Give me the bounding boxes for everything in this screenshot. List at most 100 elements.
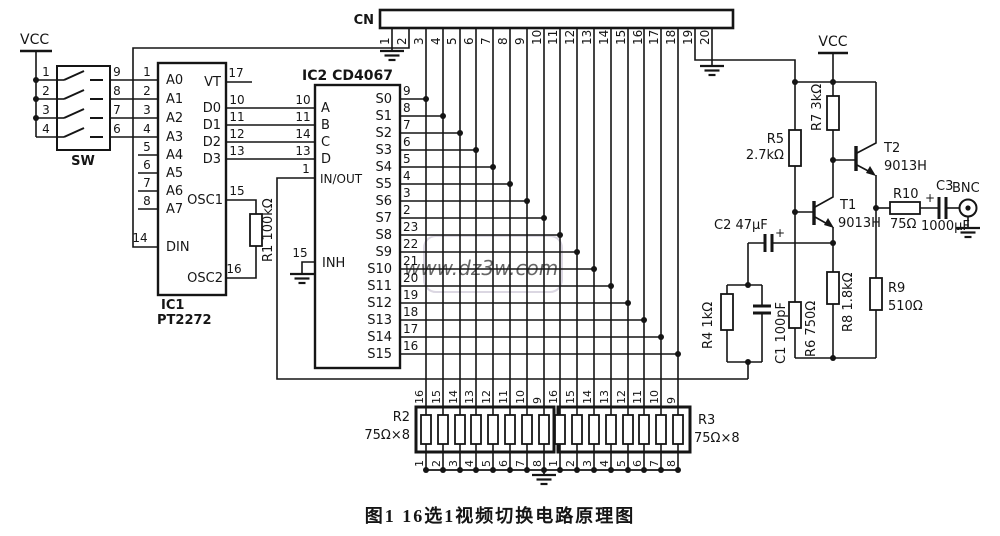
ic2-s-pin-number: 7 [403, 118, 411, 132]
network-top-pin-number: 9 [665, 397, 678, 404]
network-top-pin-number: 14 [447, 390, 460, 404]
network-top-pin-number: 12 [480, 390, 493, 404]
termination-resistor [504, 414, 516, 445]
cn-pin-number: 9 [513, 37, 527, 45]
junction-dot [745, 359, 751, 365]
ic2-pin-number: 14 [295, 127, 310, 141]
ic2-pin-label: D [321, 152, 331, 167]
cn-pin-number: 17 [647, 30, 661, 45]
rail-junction-dot [490, 467, 496, 473]
ic2-inout-pin-number: 1 [302, 162, 310, 176]
rail-junction-dot [574, 467, 580, 473]
ic1-din-pin-number: 14 [132, 231, 147, 245]
cn-pin-number: 12 [563, 30, 577, 45]
cn-pin-number: 8 [496, 37, 510, 45]
vcc-flag-right: VCC [818, 34, 848, 82]
ic1-pin-label: A1 [166, 92, 183, 107]
transistor-t2: T2 9013H [833, 82, 927, 208]
ic2-s-pin-number: 3 [403, 186, 411, 200]
ic1-pin-label: A6 [166, 184, 183, 199]
sw-pin-number: 9 [113, 65, 121, 79]
network-bottom-pin-number: 2 [564, 460, 577, 467]
rail-junction-dot [675, 467, 681, 473]
ic1-pin-label: A0 [166, 73, 183, 88]
s-junction-dot [641, 317, 647, 323]
ic2-s-pin-number: 18 [403, 305, 418, 319]
c3-value: 1000μF [921, 219, 970, 234]
ic1-pin-number: 7 [143, 176, 151, 190]
ic1-pin-label: D0 [203, 101, 221, 116]
cn-pin-number: 15 [614, 30, 628, 45]
sw-pin-number: 3 [42, 103, 50, 117]
termination-resistor [672, 414, 684, 445]
s-junction-dot [423, 96, 429, 102]
network-bottom-pin-number: 8 [665, 460, 678, 467]
r9-value: 510Ω [888, 299, 923, 314]
ic1-pin-number: 13 [229, 144, 244, 158]
rail-junction-dot [591, 467, 597, 473]
network-top-pin-number: 15 [430, 390, 443, 404]
s-junction-dot [541, 215, 547, 221]
junction-dot [792, 209, 798, 215]
s-junction-dot [625, 300, 631, 306]
cn-pin19-vcc-wire [694, 28, 796, 82]
ic1-pin-number: 4 [143, 122, 151, 136]
sw-blade-icon [63, 70, 85, 81]
watermark-text: www.dz3w.com [404, 256, 558, 280]
network-top-pin-number: 10 [648, 390, 661, 404]
network-bottom-pin-number: 4 [463, 460, 476, 467]
figure-caption: 图1 16选1视频切换电路原理图 [365, 505, 636, 526]
ic1-pin-label: A3 [166, 130, 183, 145]
ic2-s-pin-number: 6 [403, 135, 411, 149]
rail-junction-dot [524, 467, 530, 473]
ic2-s-label: S11 [367, 279, 392, 294]
s-junction-dot [524, 198, 530, 204]
ic2-pin-number: 11 [295, 110, 310, 124]
ic2-inh-label: INH [322, 256, 345, 271]
ic2-s-pin-number: 4 [403, 169, 411, 183]
network-top-pin-number: 11 [631, 390, 644, 404]
c2-plus-sign: + [775, 226, 785, 240]
t2-ref: T2 [883, 141, 900, 156]
termination-resistor [454, 414, 466, 445]
ic1-pin-number: 10 [229, 93, 244, 107]
junction-dot [830, 157, 836, 163]
ic1-pin-label: D1 [203, 118, 221, 133]
sw-pin-number: 8 [113, 84, 121, 98]
ic2-s-pin-number: 8 [403, 101, 411, 115]
sw-pin-number: 1 [42, 65, 50, 79]
cn-pin-number: 6 [462, 37, 476, 45]
sw-box [56, 65, 111, 151]
ic1-pin-number: 8 [143, 194, 151, 208]
rail-junction-dot [541, 467, 547, 473]
network-bottom-pin-number: 5 [615, 460, 628, 467]
ic2-title: IC2 CD4067 [302, 68, 393, 84]
ic2-s-pin-number: 9 [403, 84, 411, 98]
cn-pin1-ground [380, 49, 404, 62]
termination-resistor [588, 414, 600, 445]
sw-blade-icon [63, 127, 85, 138]
resistor-r8: R8 1.8kΩ [826, 243, 856, 358]
network-top-pin-number: 14 [581, 390, 594, 404]
network-top-pin-number: 9 [531, 397, 544, 404]
ic2-s-label: S5 [375, 177, 392, 192]
vcc-flag-left: VCC [20, 32, 52, 137]
cn-pin-number: 20 [698, 30, 712, 45]
r1-label: R1 100kΩ [261, 198, 276, 262]
t1-ref: T1 [839, 198, 856, 213]
r7-label: R7 3kΩ [810, 84, 825, 131]
inout-wire [276, 177, 748, 380]
network-bottom-pin-number: 6 [631, 460, 644, 467]
inh-wire [301, 261, 315, 274]
sw-blade-icon [63, 108, 85, 119]
ic2-s-label: S6 [375, 194, 392, 209]
network-top-pin-number: 11 [497, 390, 510, 404]
r10-value: 75Ω [890, 217, 917, 232]
network-bottom-pin-number: 5 [480, 460, 493, 467]
termination-resistor [420, 414, 432, 445]
resistor-r4 [720, 293, 734, 331]
ic1-vt-label: VT [204, 75, 221, 90]
emitter-arrow-icon [866, 166, 876, 176]
c3-plus-sign: + [925, 191, 935, 205]
ic1-pin-label: A4 [166, 148, 183, 163]
